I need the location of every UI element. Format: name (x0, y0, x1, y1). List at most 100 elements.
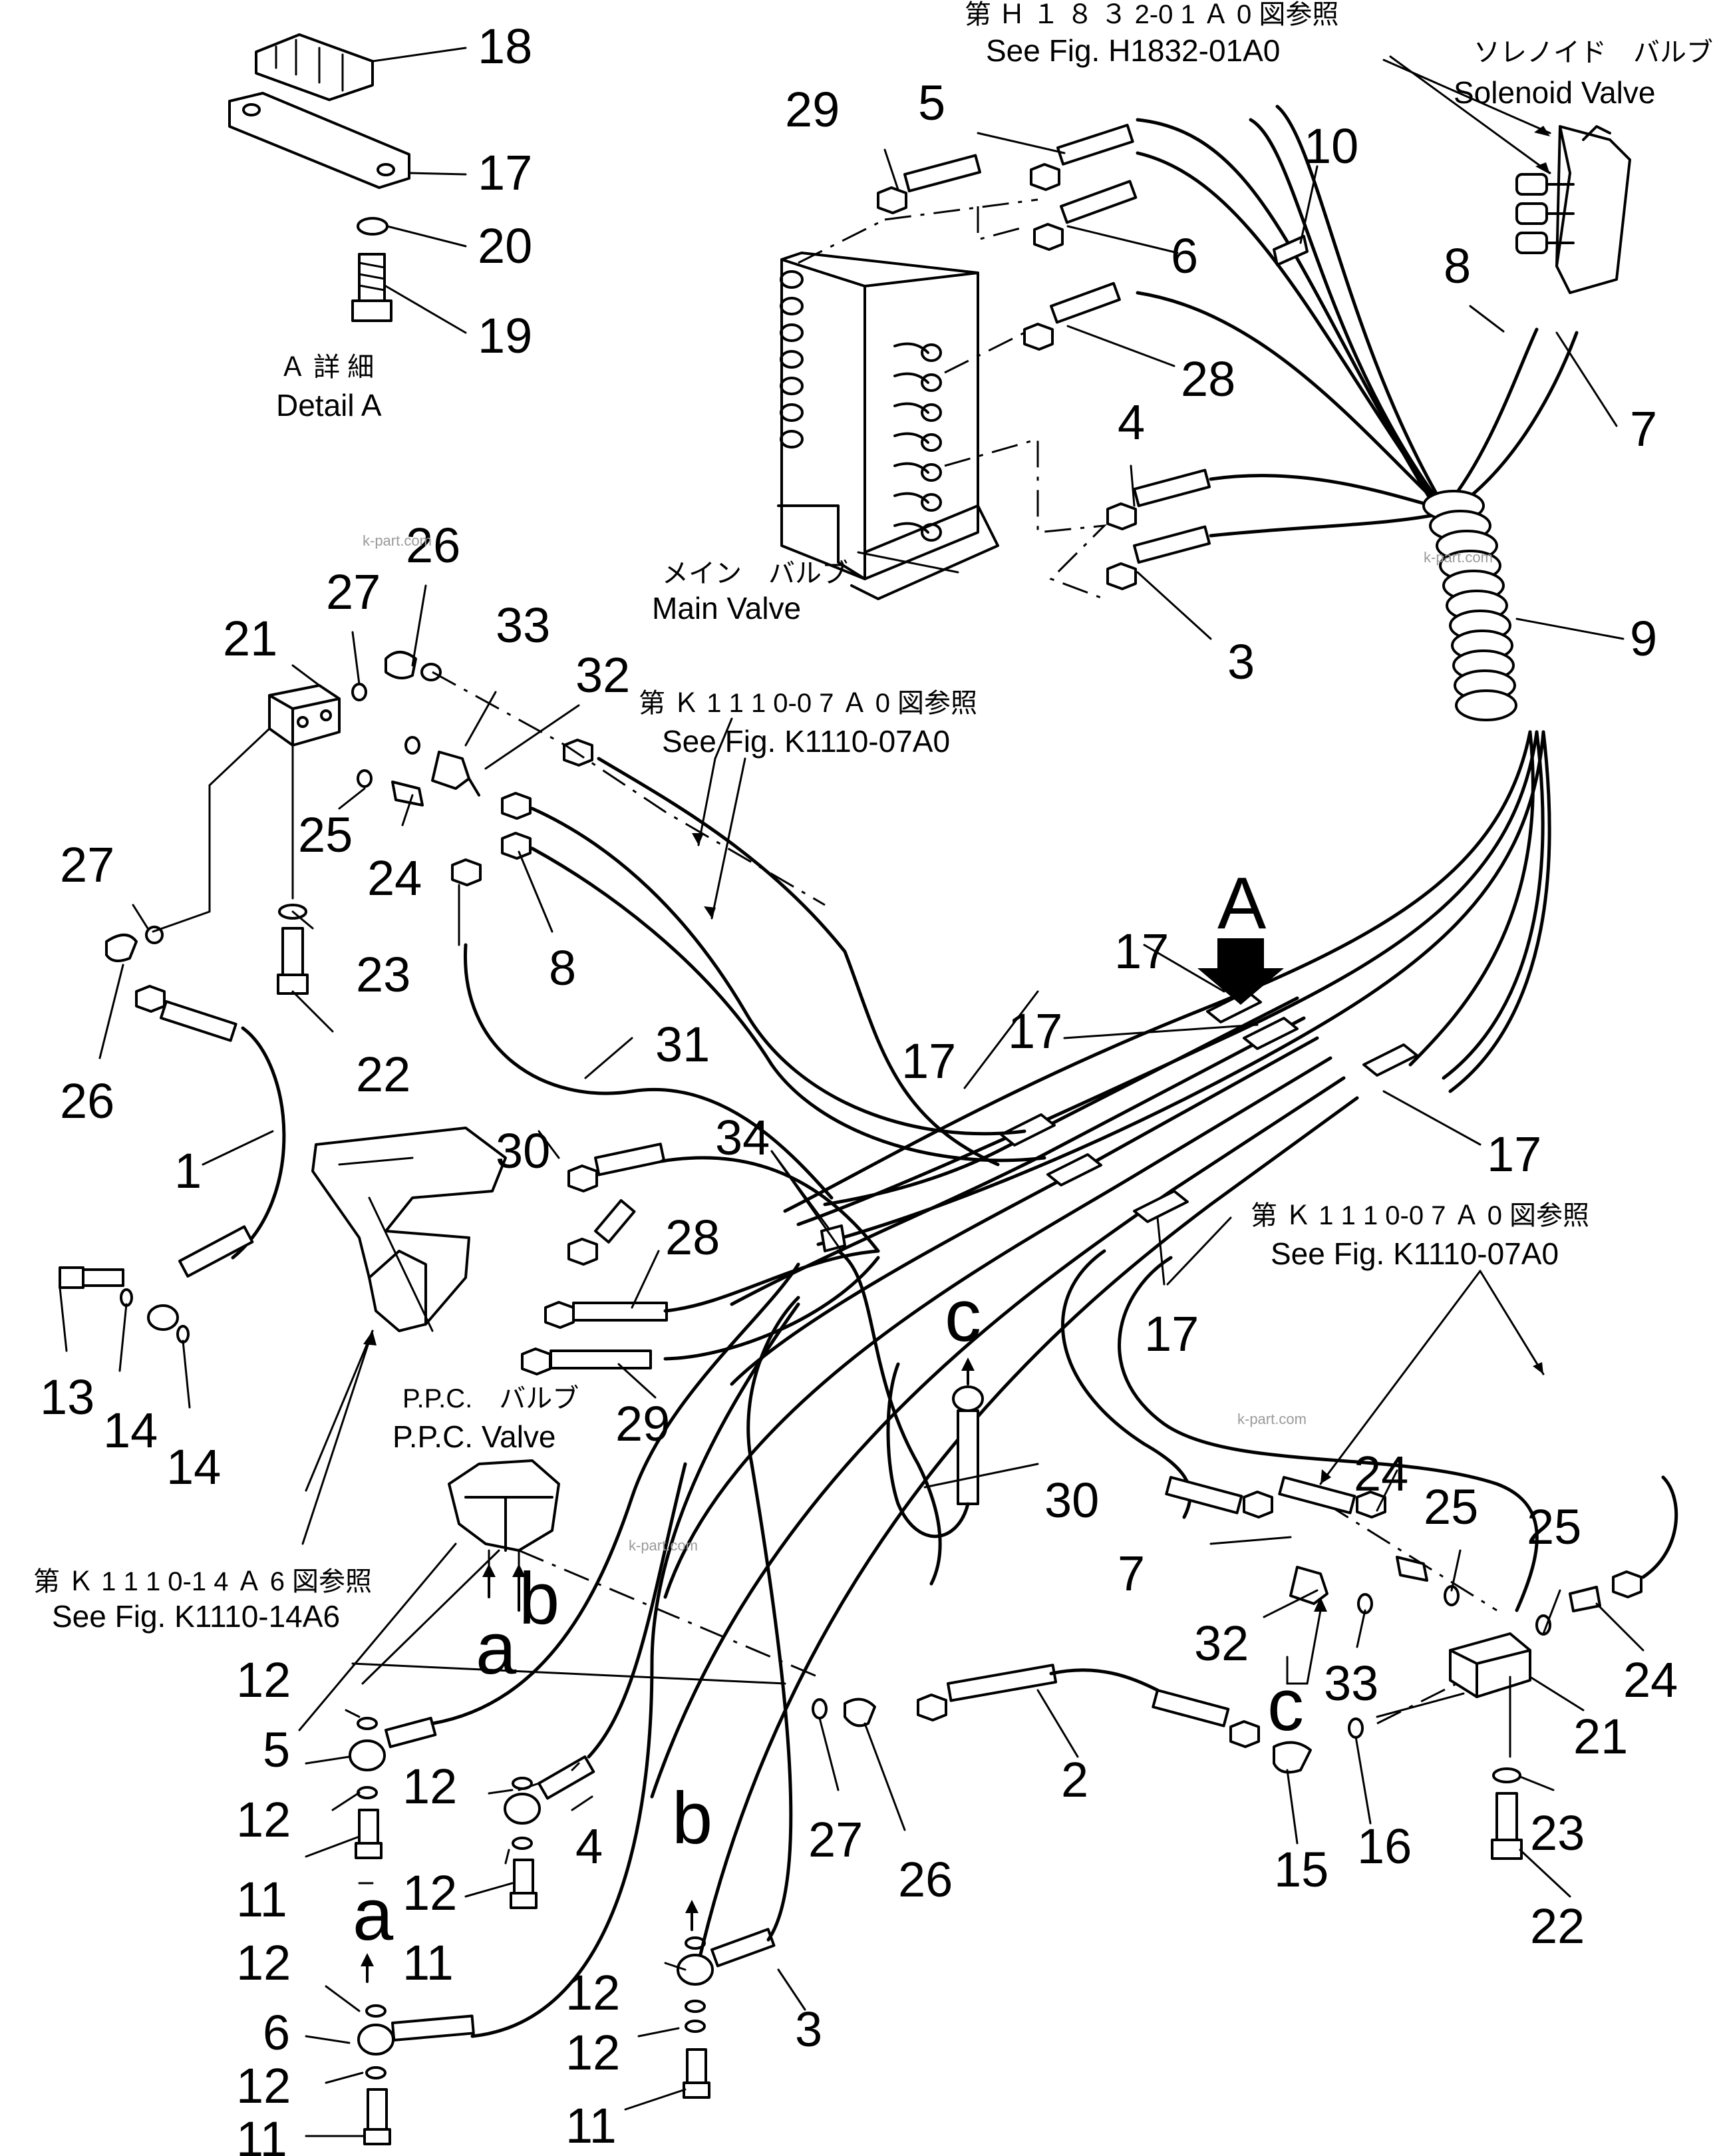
part-number: 2 (1061, 1752, 1088, 1807)
callout-h1832-jp: 第 Ｈ １ ８ ３ 2-0 1 Ａ 0 図参照 (965, 0, 1338, 29)
part-number: 4 (575, 1819, 603, 1874)
leader-lines (59, 55, 1644, 2137)
part-number: 28 (1181, 351, 1235, 407)
part-number: 18 (478, 19, 532, 74)
reference-letter-b: b (519, 1558, 559, 1640)
part-number: 12 (236, 2058, 291, 2113)
bottom-center-hoses (812, 1664, 1364, 1774)
part-number: 25 (1424, 1479, 1478, 1534)
part-number: 5 (918, 75, 945, 130)
part-number: 27 (808, 1812, 863, 1867)
part-number: 28 (665, 1210, 720, 1265)
part-number: 4 (1118, 395, 1145, 450)
part-numbers: 18 17 20 19 29 5 10 6 8 28 7 4 3 9 26 27… (40, 19, 1678, 2156)
hose-30-drawing (886, 1362, 984, 1538)
part-number: 10 (1304, 118, 1358, 174)
reference-letter-c: c (945, 1275, 981, 1357)
part-number: 21 (223, 611, 277, 666)
reference-letter-b: b (672, 1777, 712, 1859)
part-number: 29 (615, 1396, 670, 1451)
part-number: 27 (60, 837, 114, 892)
part-number: 26 (60, 1073, 114, 1129)
part-number: 22 (1530, 1898, 1585, 1954)
watermark: k-part.com (1424, 549, 1493, 566)
part-number: 12 (402, 1865, 457, 1920)
part-number: 32 (575, 647, 630, 703)
part-number: 17 (1008, 1003, 1062, 1059)
part-number: 16 (1357, 1819, 1412, 1874)
part-number: 30 (496, 1123, 550, 1178)
part-number: 23 (356, 947, 410, 1002)
part-number: 11 (236, 2111, 287, 2156)
part-number: 25 (298, 807, 353, 862)
reference-letter-a: a (353, 1874, 394, 1956)
callout-k1110-07a0-en: See Fig. K1110-07A0 (1271, 1236, 1559, 1271)
callout-k1110-07a0-jp: 第 Ｋ 1 1 1 0-0 7 Ａ 0 図参照 (639, 689, 977, 718)
part-number: 1 (174, 1143, 202, 1198)
watermarks: k-part.com k-part.com k-part.com k-part.… (363, 532, 1493, 1554)
part-number: 9 (1630, 611, 1657, 666)
callout-k1110-14a6-en: See Fig. K1110-14A6 (52, 1599, 340, 1634)
part-number: 25 (1527, 1499, 1581, 1554)
part-number: 19 (478, 308, 532, 363)
part-number: 8 (549, 940, 576, 995)
watermark: k-part.com (629, 1537, 698, 1554)
part-number: 24 (1354, 1446, 1408, 1501)
left-manifold-drawing (59, 651, 1046, 1344)
part-number: 31 (655, 1017, 710, 1072)
part-number: 17 (1144, 1306, 1199, 1361)
part-number: 33 (1324, 1656, 1378, 1711)
part-number: 26 (406, 518, 460, 573)
part-number: 12 (565, 2025, 620, 2080)
part-number: 32 (1194, 1616, 1249, 1671)
main-valve-hoses (877, 124, 1211, 590)
part-number: 17 (1114, 924, 1169, 979)
solenoid-valve-label: Solenoid Valve (1454, 75, 1655, 110)
callout-arrowheads (363, 126, 1550, 1484)
part-number: 23 (1530, 1805, 1585, 1861)
detail-a-label: Detail A (276, 388, 382, 423)
ppc-valve-label-jp: P.P.C. バルブ (402, 1384, 579, 1413)
part-number: 20 (478, 218, 532, 273)
part-number: 12 (236, 1935, 291, 1990)
part-number: 8 (1444, 238, 1471, 293)
part-number: 29 (785, 82, 840, 137)
callout-k1110-14a6-jp: 第 Ｋ 1 1 1 0-1 4 Ａ 6 図参照 (33, 1567, 372, 1596)
reference-letters: A a b a b c c (353, 862, 1304, 1956)
part-number: 14 (103, 1403, 158, 1458)
part-number: 26 (898, 1852, 953, 1907)
reference-letter-c: c (1267, 1664, 1304, 1746)
right-manifold-drawing (1061, 1249, 1678, 1860)
solenoid-valve-drawing (1515, 125, 1631, 294)
part-number: 11 (565, 2098, 617, 2153)
main-valve-label-jp: メイン バルブ (662, 559, 848, 588)
detail-a-letter: A (1217, 862, 1267, 944)
part-number: 14 (166, 1439, 221, 1495)
part-number: 21 (1573, 1709, 1628, 1764)
detail-a-drawing (228, 33, 467, 334)
part-number: 12 (236, 1792, 291, 1847)
part-number: 11 (236, 1872, 287, 1927)
callout-h1832-en: See Fig. H1832-01A0 (986, 33, 1280, 68)
part-number: 5 (263, 1722, 290, 1777)
part-number: 7 (1118, 1546, 1145, 1601)
part-number: 12 (402, 1759, 457, 1814)
part-number: 17 (901, 1033, 956, 1089)
part-number: 13 (40, 1369, 94, 1425)
part-number: 12 (236, 1652, 291, 1707)
hose-bundle (650, 104, 1579, 1965)
part-number: 3 (1227, 634, 1255, 689)
part-number: 6 (1171, 228, 1198, 283)
callout-k1110-07a0-jp: 第 Ｋ 1 1 1 0-0 7 Ａ 0 図参照 (1251, 1201, 1589, 1230)
part-number: 17 (478, 145, 532, 200)
part-number: 24 (1623, 1652, 1678, 1707)
part-number: 6 (263, 2005, 290, 2060)
solenoid-valve-label-jp: ソレノイド バルブ (1474, 38, 1713, 67)
part-number: 24 (367, 850, 422, 906)
ppc-valve-lower-drawing (349, 1262, 975, 2145)
part-number: 3 (795, 2002, 822, 2057)
part-number: 17 (1487, 1127, 1541, 1182)
ppc-valve-label: P.P.C. Valve (392, 1419, 556, 1454)
part-number: 34 (715, 1110, 770, 1165)
